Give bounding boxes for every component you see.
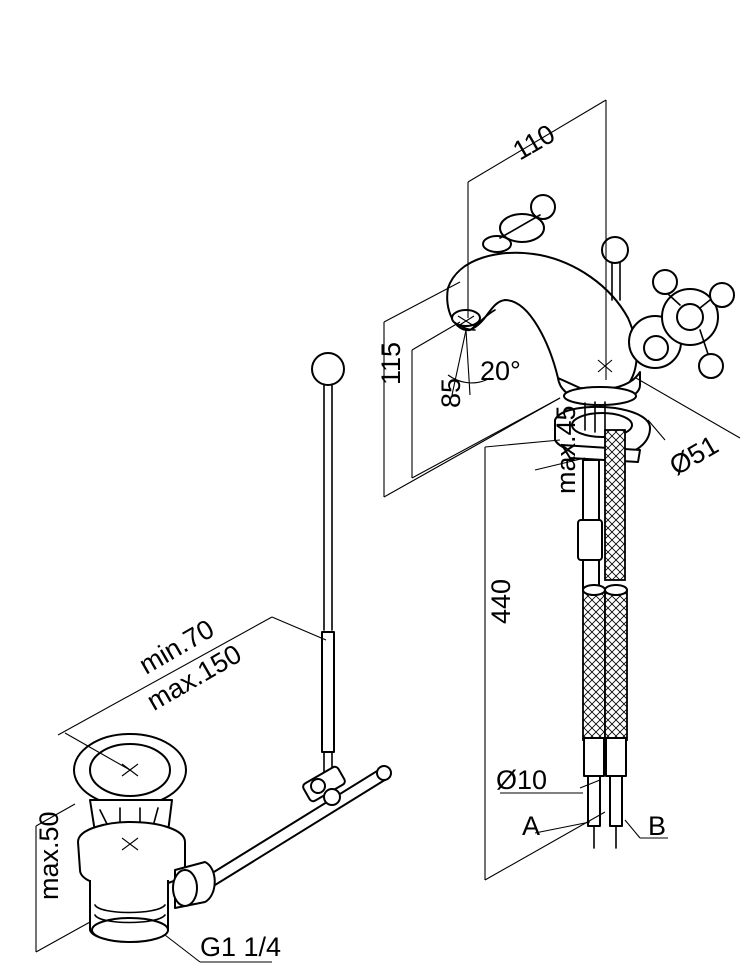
dimension-label-110: 110 — [508, 119, 560, 167]
waste-dimension-lines — [35, 616, 327, 963]
dimension-label-dia-10: Ø10 — [496, 765, 547, 795]
left-handle — [482, 194, 556, 253]
right-handle-cross — [628, 269, 735, 379]
thread-label-g1-1-4: G1 1/4 — [200, 932, 281, 962]
connection-label-b: B — [648, 811, 666, 841]
lift-rod — [311, 352, 345, 779]
dimension-label-115: 115 — [376, 342, 406, 385]
popup-waste-drawing — [35, 352, 392, 963]
dimension-label-440: 440 — [486, 579, 516, 624]
dimension-label-85: 85 — [436, 378, 466, 408]
dimension-label-max-45: max.45 — [551, 405, 581, 494]
faucet-dimension-lines — [383, 99, 741, 881]
faucet-drawing — [383, 99, 741, 881]
faucet-base — [563, 386, 637, 406]
dimension-label-20-degree: 20° — [480, 356, 521, 386]
linkage-rod — [187, 765, 392, 899]
waste-body — [73, 733, 216, 943]
dimension-label-dia-51: Ø51 — [664, 430, 723, 482]
popup-knob — [601, 236, 629, 301]
supply-hoses — [577, 429, 628, 849]
dimension-label-max-50: max.50 — [34, 811, 64, 900]
connection-label-a: A — [522, 811, 540, 841]
